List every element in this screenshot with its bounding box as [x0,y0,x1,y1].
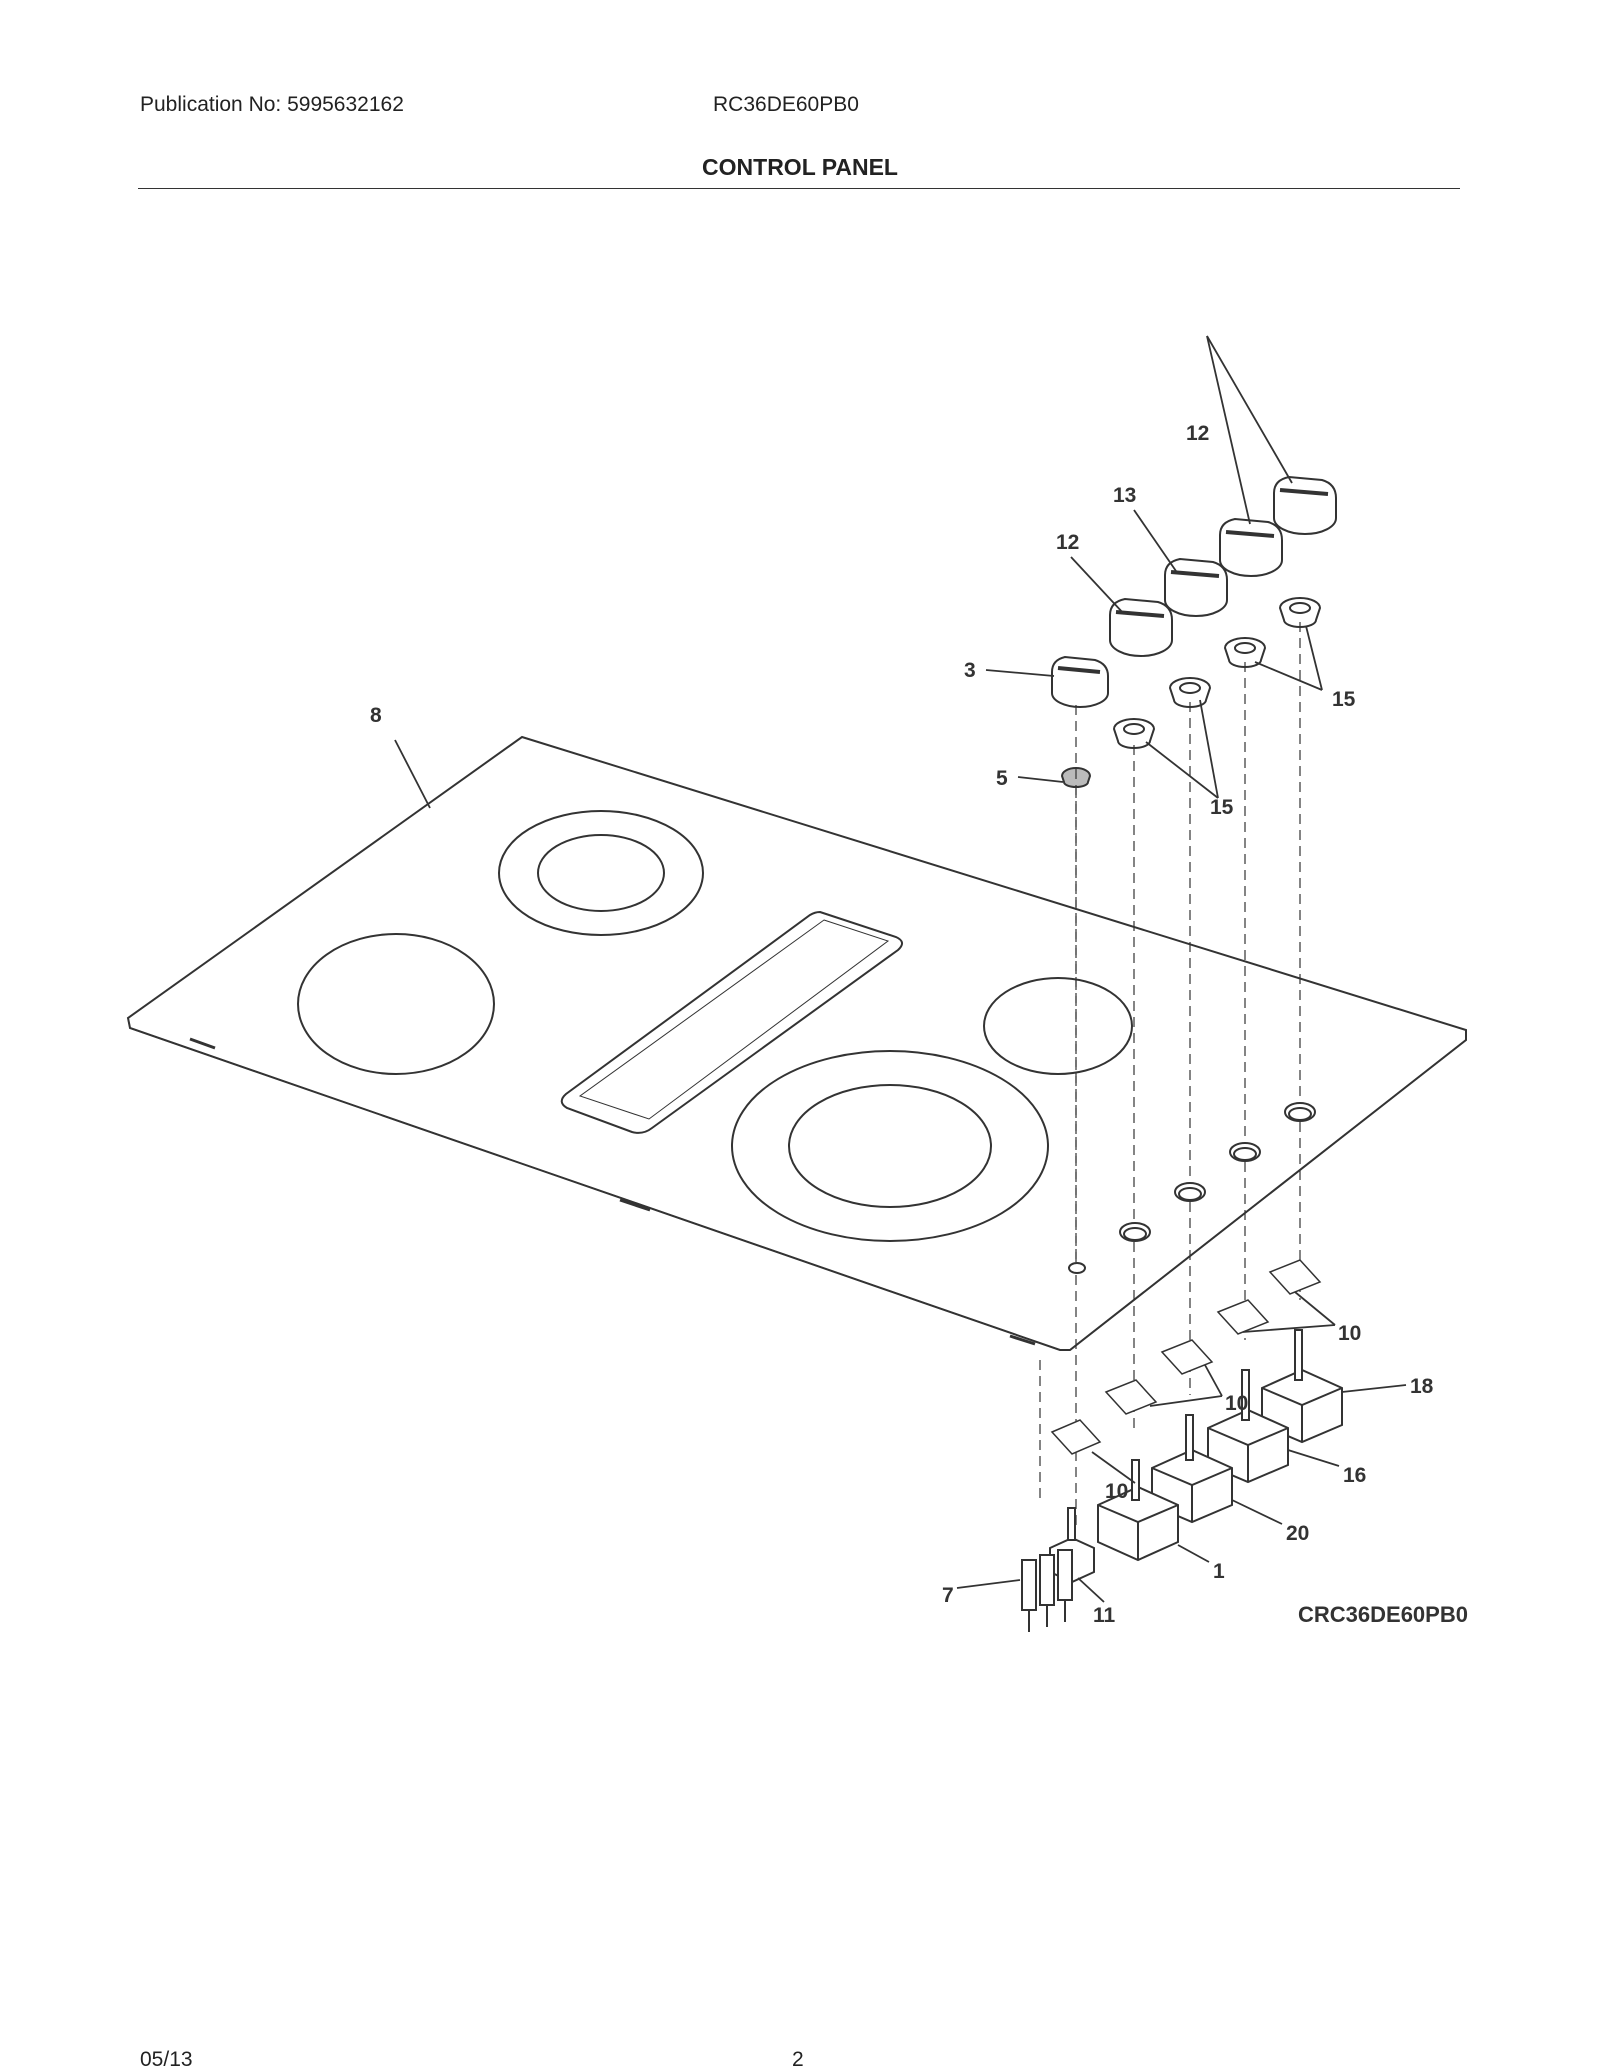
part-label-20: 20 [1286,1522,1309,1545]
indicator-lights-7 [1021,1549,1073,1632]
burner-rear-right [983,977,1133,1075]
switch-18 [1261,1329,1343,1444]
burner-front-right-outer [731,1050,1049,1242]
part-label-7: 7 [942,1584,954,1607]
part-label-16: 16 [1343,1464,1366,1487]
part-label-11: 11 [1093,1604,1116,1627]
burner-rear-left-outer [498,810,704,936]
burner-front-left [297,933,495,1075]
part-label-15-left: 15 [1210,796,1234,819]
part-labels: 12 13 12 3 8 5 15 15 10 18 10 16 10 20 1… [370,422,1468,1627]
cooking-slot [560,910,903,1134]
control-knobs [1051,475,1337,708]
part-label-13: 13 [1113,484,1136,507]
knob-13 [1164,557,1228,617]
page-number: 2 [792,2048,804,2071]
leader-lines [394,335,1407,1603]
knob-3 [1051,655,1109,708]
burner-front-right-inner [788,1084,992,1208]
page-title: CONTROL PANEL [702,154,898,180]
diagram-code: CRC36DE60PB0 [1298,1602,1468,1627]
part-label-12-top: 12 [1186,422,1209,445]
part-label-8: 8 [370,704,382,727]
switch-gaskets [1050,1259,1322,1455]
model-number: RC36DE60PB0 [713,93,859,116]
part-label-10-center: 10 [1225,1392,1248,1415]
part-label-10-left: 10 [1105,1480,1128,1503]
alignment-lines [1039,622,1301,1530]
knob-holes [1068,1102,1316,1274]
knob-12-left [1109,597,1173,657]
burner-rear-left-inner [537,834,665,912]
knob-12-right [1273,475,1337,535]
publication-number: Publication No: 5995632162 [140,93,404,116]
part-label-10-right: 10 [1338,1322,1361,1345]
part-label-18: 18 [1410,1375,1434,1398]
part-label-1: 1 [1213,1560,1225,1583]
publication-date: 05/13 [140,2048,193,2071]
part-label-3: 3 [964,659,976,682]
knob-12-center [1219,517,1283,577]
part-label-12-left: 12 [1056,531,1079,554]
part-label-5: 5 [996,767,1008,790]
infinite-switches [1021,1329,1343,1632]
switch-1 [1097,1459,1179,1562]
part-label-15-right: 15 [1332,688,1356,711]
title-divider [138,188,1460,189]
cooktop-panel [126,735,1467,1351]
switch-16 [1207,1369,1289,1484]
knob-bezels [1060,597,1322,788]
